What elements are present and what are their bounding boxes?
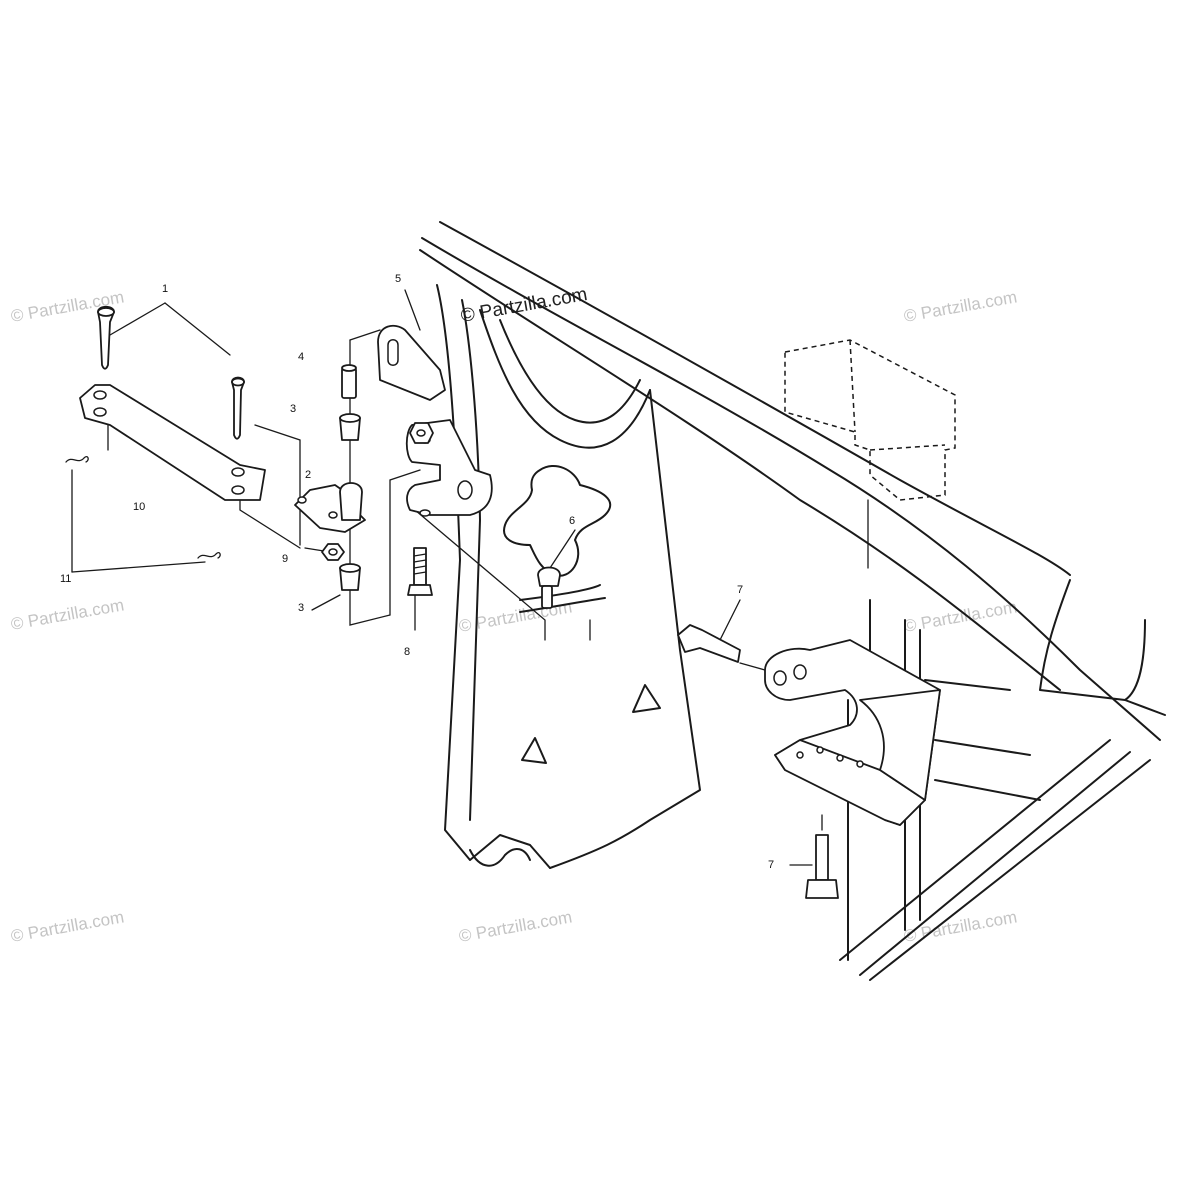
part-bolt-8	[407, 547, 433, 596]
part-nut-9	[321, 543, 345, 561]
callout-11: 11	[60, 573, 71, 585]
callout-8: 8	[404, 646, 410, 658]
callout-1: 1	[162, 283, 168, 295]
part-bracket-5	[377, 324, 493, 517]
callout-2: 2	[305, 469, 311, 481]
part-mount-bracket	[764, 639, 941, 826]
callout-3-lower: 3	[298, 602, 304, 614]
callouts: 1 2 3 3 4 5 6 7 7 8 9 10 11	[60, 273, 774, 871]
watermark: © Partzilla.com	[9, 907, 125, 946]
part-bolt-6	[537, 566, 561, 609]
part-clevis-pins	[97, 305, 245, 440]
part-lock-nut	[409, 422, 434, 444]
watermark-main: © Partzilla.com	[459, 284, 589, 327]
part-bolts-7	[677, 624, 839, 899]
part-tie-rod	[79, 384, 266, 501]
callout-10: 10	[133, 501, 145, 513]
watermark: © Partzilla.com	[457, 907, 573, 946]
phantom-box	[784, 339, 956, 569]
vehicle-frame	[419, 221, 1166, 981]
callout-9: 9	[282, 553, 288, 565]
watermarks: © Partzilla.com © Partzilla.com © Partzi…	[9, 284, 1018, 946]
callout-5: 5	[395, 273, 401, 285]
watermark: © Partzilla.com	[9, 595, 125, 634]
part-hair-pin-clips	[65, 456, 221, 559]
callout-7-lower: 7	[768, 859, 774, 871]
callout-3-upper: 3	[290, 403, 296, 415]
part-bracket-2	[294, 482, 366, 533]
watermark: © Partzilla.com	[457, 597, 573, 636]
leader-lines	[71, 289, 823, 866]
callout-7-upper: 7	[737, 584, 743, 596]
watermark: © Partzilla.com	[902, 287, 1018, 326]
part-bushings	[339, 364, 361, 591]
callout-6: 6	[569, 515, 575, 527]
callout-4: 4	[298, 351, 304, 363]
